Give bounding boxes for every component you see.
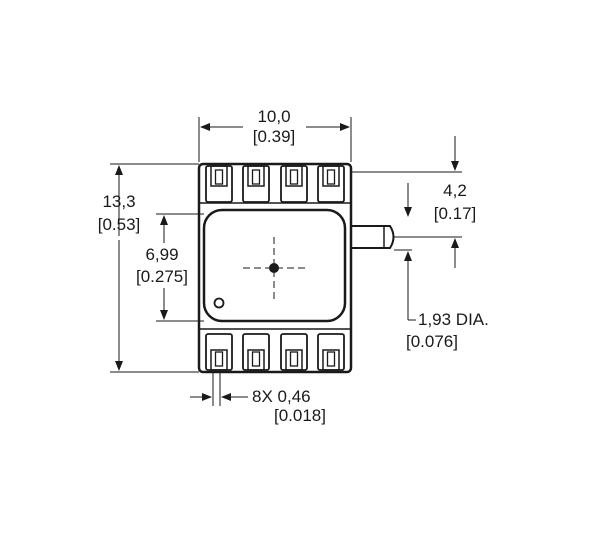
top-lead-notch xyxy=(210,165,228,187)
outer-body-outline xyxy=(197,162,353,374)
bottom-lead-notch xyxy=(285,349,303,371)
dim-offset-imperial: [0.17] xyxy=(434,204,477,223)
top-lead-notch xyxy=(322,165,340,187)
dim-overall-height: 13,3 [0.53] xyxy=(98,163,199,373)
dim-height-imperial: [0.53] xyxy=(98,215,141,234)
dim-body-height: 6,99 [0.275] xyxy=(136,213,204,322)
pin1-indicator-dot xyxy=(213,297,225,309)
dim-offset-metric: 4,2 xyxy=(443,181,467,200)
dim-width-imperial: [0.39] xyxy=(253,127,296,146)
top-lead-notch xyxy=(285,165,303,187)
bottom-lead-notch xyxy=(247,349,265,371)
bottom-lead-notch xyxy=(322,349,340,371)
top-leads xyxy=(205,165,345,203)
dim-lead-width: 8X 0,46 [0.018] xyxy=(190,372,326,425)
top-lead-2 xyxy=(242,165,270,203)
bottom-lead-stem xyxy=(251,351,261,367)
top-lead-stem xyxy=(326,169,336,185)
top-lead-1 xyxy=(205,165,233,203)
bottom-lead-1 xyxy=(205,333,233,371)
dim-height-metric: 13,3 xyxy=(102,192,135,211)
dim-port-offset: 4,2 [0.17] xyxy=(351,136,477,238)
top-lead-stem xyxy=(289,169,299,185)
inner-cap-outline xyxy=(202,208,347,323)
bottom-leads xyxy=(205,333,345,371)
top-lead-stem xyxy=(214,169,224,185)
bottom-lead-3 xyxy=(280,333,308,371)
bottom-lead-stem xyxy=(326,351,336,367)
pressure-port-tube xyxy=(351,225,395,249)
top-lead-3 xyxy=(280,165,308,203)
center-port-icon xyxy=(269,263,279,273)
dim-dia-metric: 1,93 DIA. xyxy=(418,310,489,329)
dim-width-metric: 10,0 xyxy=(257,107,290,126)
top-lead-stem xyxy=(251,169,261,185)
dim-body-width: 10,0 [0.39] xyxy=(198,107,352,162)
dim-body-metric: 6,99 xyxy=(145,245,178,264)
dim-body-imperial: [0.275] xyxy=(136,267,188,286)
port-tube-outline xyxy=(351,225,395,249)
package-body xyxy=(197,162,353,374)
top-lead-4 xyxy=(317,165,345,203)
bottom-lead-notch xyxy=(210,349,228,371)
dim-dia-imperial: [0.076] xyxy=(406,332,458,351)
bottom-lead-2 xyxy=(242,333,270,371)
top-lead-notch xyxy=(247,165,265,187)
dim-lead-metric: 8X 0,46 xyxy=(252,387,311,406)
bottom-lead-4 xyxy=(317,333,345,371)
dim-lead-imperial: [0.018] xyxy=(274,406,326,425)
dim-port-diameter: 1,93 DIA. [0.076] xyxy=(394,238,489,351)
bottom-lead-stem xyxy=(289,351,299,367)
bottom-lead-stem xyxy=(214,351,224,367)
